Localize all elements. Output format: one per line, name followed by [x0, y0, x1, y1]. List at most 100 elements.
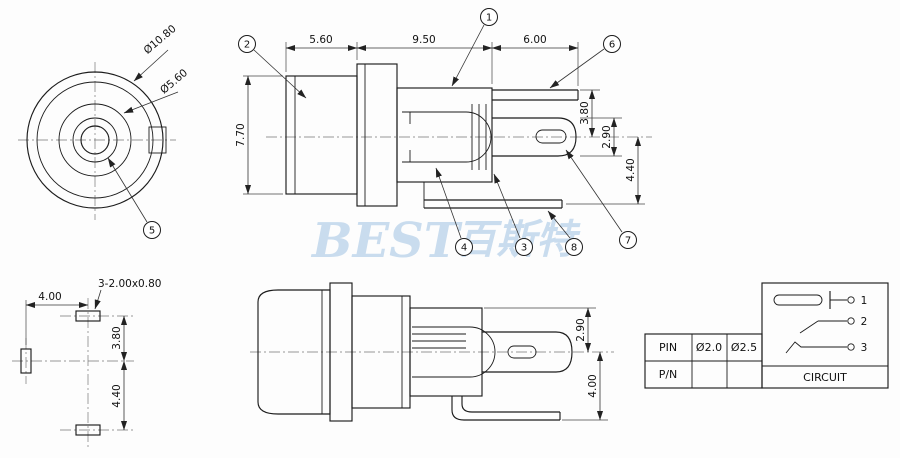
- callout-6: 6: [549, 35, 621, 89]
- pin-slot: [535, 129, 567, 144]
- dim-mount-4-00: 4.00: [562, 351, 608, 421]
- dim-4-40: 4.40: [566, 136, 645, 205]
- circuit-pin-3-label: 3: [861, 342, 868, 354]
- pin-layout-view: 4.00 3-2.00x0.80 3.80 4.40: [12, 278, 161, 447]
- callout-6-number: 6: [609, 40, 615, 51]
- callout-1-balloon: [480, 8, 498, 26]
- front-bore-circle: [58, 103, 132, 177]
- side-view-bottom: 2.90 4.00: [250, 282, 614, 422]
- mount-pin-slot: [507, 345, 537, 359]
- circuit-pin-2-node: [847, 317, 855, 325]
- dim-7-70-text: 7.70: [235, 123, 247, 146]
- dim-row-3-80: 3.80: [111, 315, 128, 362]
- circuit-pin-1-label: 1: [861, 295, 868, 307]
- dim-2-90-text: 2.90: [601, 125, 613, 148]
- contact-spring: [465, 111, 492, 163]
- pad-size-note-text: 3-2.00x0.80: [98, 278, 161, 290]
- callout-1: 1: [451, 8, 498, 87]
- callout-8-number: 8: [571, 243, 577, 254]
- dim-3-80-text: 3.80: [579, 101, 591, 124]
- callout-6-balloon: [603, 35, 621, 53]
- dim-mount-2-90: 2.90: [484, 307, 596, 353]
- callout-5: 5: [107, 157, 161, 239]
- dim-9-50-text: 9.50: [412, 34, 435, 46]
- dim-6-00-text: 6.00: [523, 34, 546, 46]
- solder-pad-left: [20, 348, 32, 374]
- dim-mount-2-90-text: 2.90: [575, 318, 587, 341]
- pad-size-note: 3-2.00x0.80: [94, 278, 161, 310]
- dim-9-50: 9.50: [356, 34, 493, 84]
- dim-outer-diameter-text: Ø10.80: [142, 23, 179, 57]
- dim-7-70: 7.70: [235, 75, 283, 195]
- callout-1-number: 1: [486, 13, 492, 24]
- dim-4-40-text: 4.40: [625, 158, 637, 181]
- dim-pitch-4-00: 4.00: [25, 291, 89, 345]
- dim-mount-4-00-text: 4.00: [587, 374, 599, 397]
- callout-4-balloon: [455, 238, 473, 256]
- dim-2-90: 2.90: [580, 117, 622, 157]
- front-pin-ring: [72, 117, 118, 163]
- callout-4-number: 4: [461, 243, 467, 254]
- mount-barrel: [409, 307, 483, 397]
- table-cell-pn: P/N: [659, 368, 678, 381]
- spec-table: PIN Ø2.0 Ø2.5 P/N: [644, 333, 763, 389]
- dim-pitch-text: 4.00: [38, 291, 61, 303]
- bent-leg: [461, 396, 560, 413]
- housing-cap: [257, 289, 331, 415]
- dim-inner-diameter-text: Ø5.60: [158, 67, 190, 97]
- dim-row-4-40: 4.40: [111, 360, 128, 431]
- barrel: [396, 87, 493, 183]
- jack-body-profile: [285, 63, 579, 209]
- circuit-cell-label: CIRCUIT: [803, 371, 847, 384]
- front-view: Ø10.80 Ø5.60 5: [18, 23, 190, 239]
- center-pin: [492, 117, 577, 157]
- dim-3-80: 3.80: [579, 89, 600, 138]
- table-cell-pin: PIN: [659, 341, 677, 354]
- callout-2-balloon: [238, 35, 256, 53]
- front-key-tab: [148, 126, 167, 154]
- circuit-diagram: 1 2 3 CIRCUIT: [761, 282, 889, 389]
- front-ring-circle: [36, 81, 154, 199]
- dim-outer-diameter: Ø10.80: [133, 23, 179, 82]
- dim-row-4-40-text: 4.40: [111, 384, 123, 407]
- circuit-pin-1-node: [847, 296, 855, 304]
- mount-contact-spring: [469, 326, 496, 378]
- mount-center-pin: [482, 331, 573, 373]
- side-view-top: 5.60 9.50 6.00 7.70 3.80 2.90: [235, 8, 652, 256]
- callout-5-balloon: [143, 221, 161, 239]
- dim-row-3-80-text: 3.80: [111, 326, 123, 349]
- callout-4: 4: [435, 167, 473, 256]
- circuit-pin-2-label: 2: [861, 316, 868, 328]
- callout-8: 8: [547, 210, 583, 256]
- sleeve-contact-symbol: [773, 294, 823, 306]
- callout-2-number: 2: [244, 40, 250, 51]
- mounting-flange: [356, 63, 398, 207]
- callout-8-balloon: [565, 238, 583, 256]
- housing-body: [285, 75, 358, 195]
- callout-5-number: 5: [149, 226, 155, 237]
- callout-3: 3: [493, 173, 533, 256]
- circuit-pin-3-node: [847, 343, 855, 351]
- table-cell-dia-20: Ø2.0: [696, 341, 722, 354]
- dim-inner-diameter: Ø5.60: [123, 67, 190, 114]
- tip-contact-symbol: [785, 341, 847, 354]
- callout-3-number: 3: [521, 243, 527, 254]
- callout-3-balloon: [515, 238, 533, 256]
- watermark-latin: BEST: [310, 213, 463, 269]
- watermark: BEST 百斯特: [310, 213, 581, 269]
- solder-pad-top: [75, 310, 101, 322]
- mounted-jack-profile: [257, 282, 573, 422]
- callout-2: 2: [238, 35, 307, 99]
- callout-7-number: 7: [625, 236, 631, 247]
- front-center-pin: [80, 125, 110, 155]
- dim-5-60-text: 5.60: [309, 34, 332, 46]
- dim-5-60: 5.60: [285, 34, 358, 72]
- dim-6-00: 6.00: [491, 34, 579, 86]
- switch-contact-symbol: [799, 320, 819, 334]
- front-outer-circle: [26, 71, 164, 209]
- solder-pad-bottom: [75, 424, 101, 436]
- callout-7-balloon: [619, 231, 637, 249]
- table-cell-dia-25: Ø2.5: [731, 341, 757, 354]
